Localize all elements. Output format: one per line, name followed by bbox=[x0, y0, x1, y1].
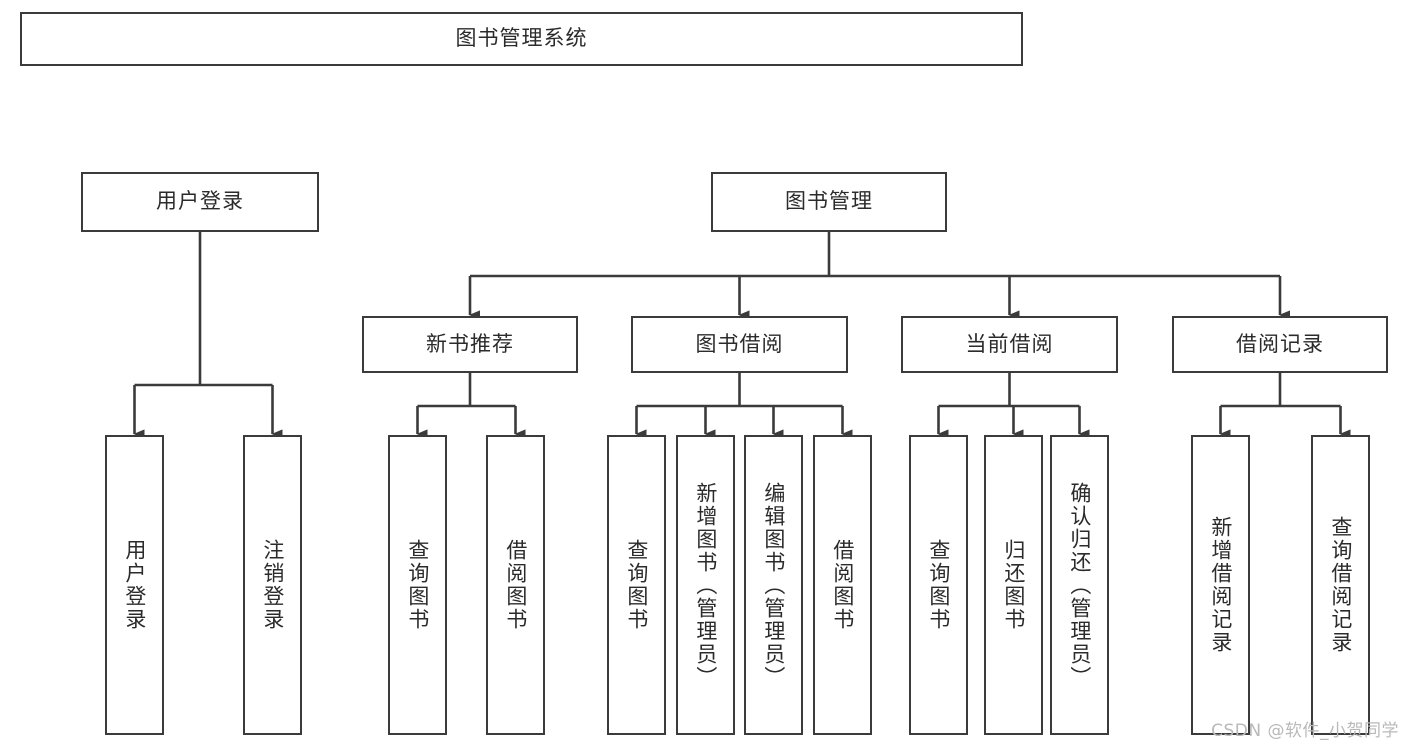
leaf-node-查询借阅记录[interactable]: 查询借阅记录 bbox=[1311, 435, 1370, 735]
level2-node-图书管理[interactable]: 图书管理 bbox=[711, 172, 947, 232]
node-label: 注销登录 bbox=[260, 539, 285, 631]
node-label: 借阅图书 bbox=[830, 539, 855, 631]
leaf-node-确认归还管理员[interactable]: 确认归还（管理员） bbox=[1050, 435, 1109, 735]
leaf-node-编辑图书管理员[interactable]: 编辑图书（管理员） bbox=[744, 435, 803, 735]
root-node-图书管理系统[interactable]: 图书管理系统 bbox=[20, 12, 1023, 66]
node-label: 新增图书（管理员） bbox=[693, 481, 718, 689]
leaf-node-用户登录[interactable]: 用户登录 bbox=[105, 435, 164, 735]
leaf-node-借阅图书[interactable]: 借阅图书 bbox=[486, 435, 545, 735]
leaf-node-注销登录[interactable]: 注销登录 bbox=[243, 435, 302, 735]
leaf-node-查询图书[interactable]: 查询图书 bbox=[607, 435, 666, 735]
node-label: 当前借阅 bbox=[965, 331, 1054, 356]
node-label: 归还图书 bbox=[1001, 539, 1026, 631]
watermark-label: CSDN @软件_小贺同学 bbox=[1211, 721, 1399, 741]
node-label: 新书推荐 bbox=[426, 331, 514, 356]
node-label: 确认归还（管理员） bbox=[1067, 481, 1092, 689]
leaf-node-借阅图书[interactable]: 借阅图书 bbox=[813, 435, 872, 735]
level3-node-借阅记录[interactable]: 借阅记录 bbox=[1172, 316, 1388, 373]
level3-node-图书借阅[interactable]: 图书借阅 bbox=[631, 316, 848, 373]
node-label: 图书管理系统 bbox=[455, 26, 588, 51]
node-label: 新增借阅记录 bbox=[1208, 516, 1233, 654]
level3-node-当前借阅[interactable]: 当前借阅 bbox=[901, 316, 1118, 373]
node-label: 借阅图书 bbox=[503, 539, 528, 631]
node-label: 图书管理 bbox=[785, 189, 873, 214]
level3-node-新书推荐[interactable]: 新书推荐 bbox=[362, 316, 578, 373]
leaf-node-查询图书[interactable]: 查询图书 bbox=[909, 435, 968, 735]
leaf-node-查询图书[interactable]: 查询图书 bbox=[388, 435, 447, 735]
level2-node-用户登录[interactable]: 用户登录 bbox=[81, 172, 319, 232]
node-label: 借阅记录 bbox=[1236, 331, 1324, 356]
node-label: 查询图书 bbox=[405, 539, 430, 631]
node-label: 查询借阅记录 bbox=[1328, 516, 1353, 654]
leaf-node-新增图书管理员[interactable]: 新增图书（管理员） bbox=[676, 435, 735, 735]
leaf-node-新增借阅记录[interactable]: 新增借阅记录 bbox=[1191, 435, 1250, 735]
node-label: 用户登录 bbox=[156, 189, 244, 214]
node-label: 编辑图书（管理员） bbox=[761, 481, 786, 689]
leaf-node-归还图书[interactable]: 归还图书 bbox=[984, 435, 1043, 735]
node-label: 图书借阅 bbox=[695, 331, 784, 356]
node-label: 用户登录 bbox=[122, 539, 147, 631]
node-label: 查询图书 bbox=[624, 539, 649, 631]
node-label: 查询图书 bbox=[926, 539, 951, 631]
